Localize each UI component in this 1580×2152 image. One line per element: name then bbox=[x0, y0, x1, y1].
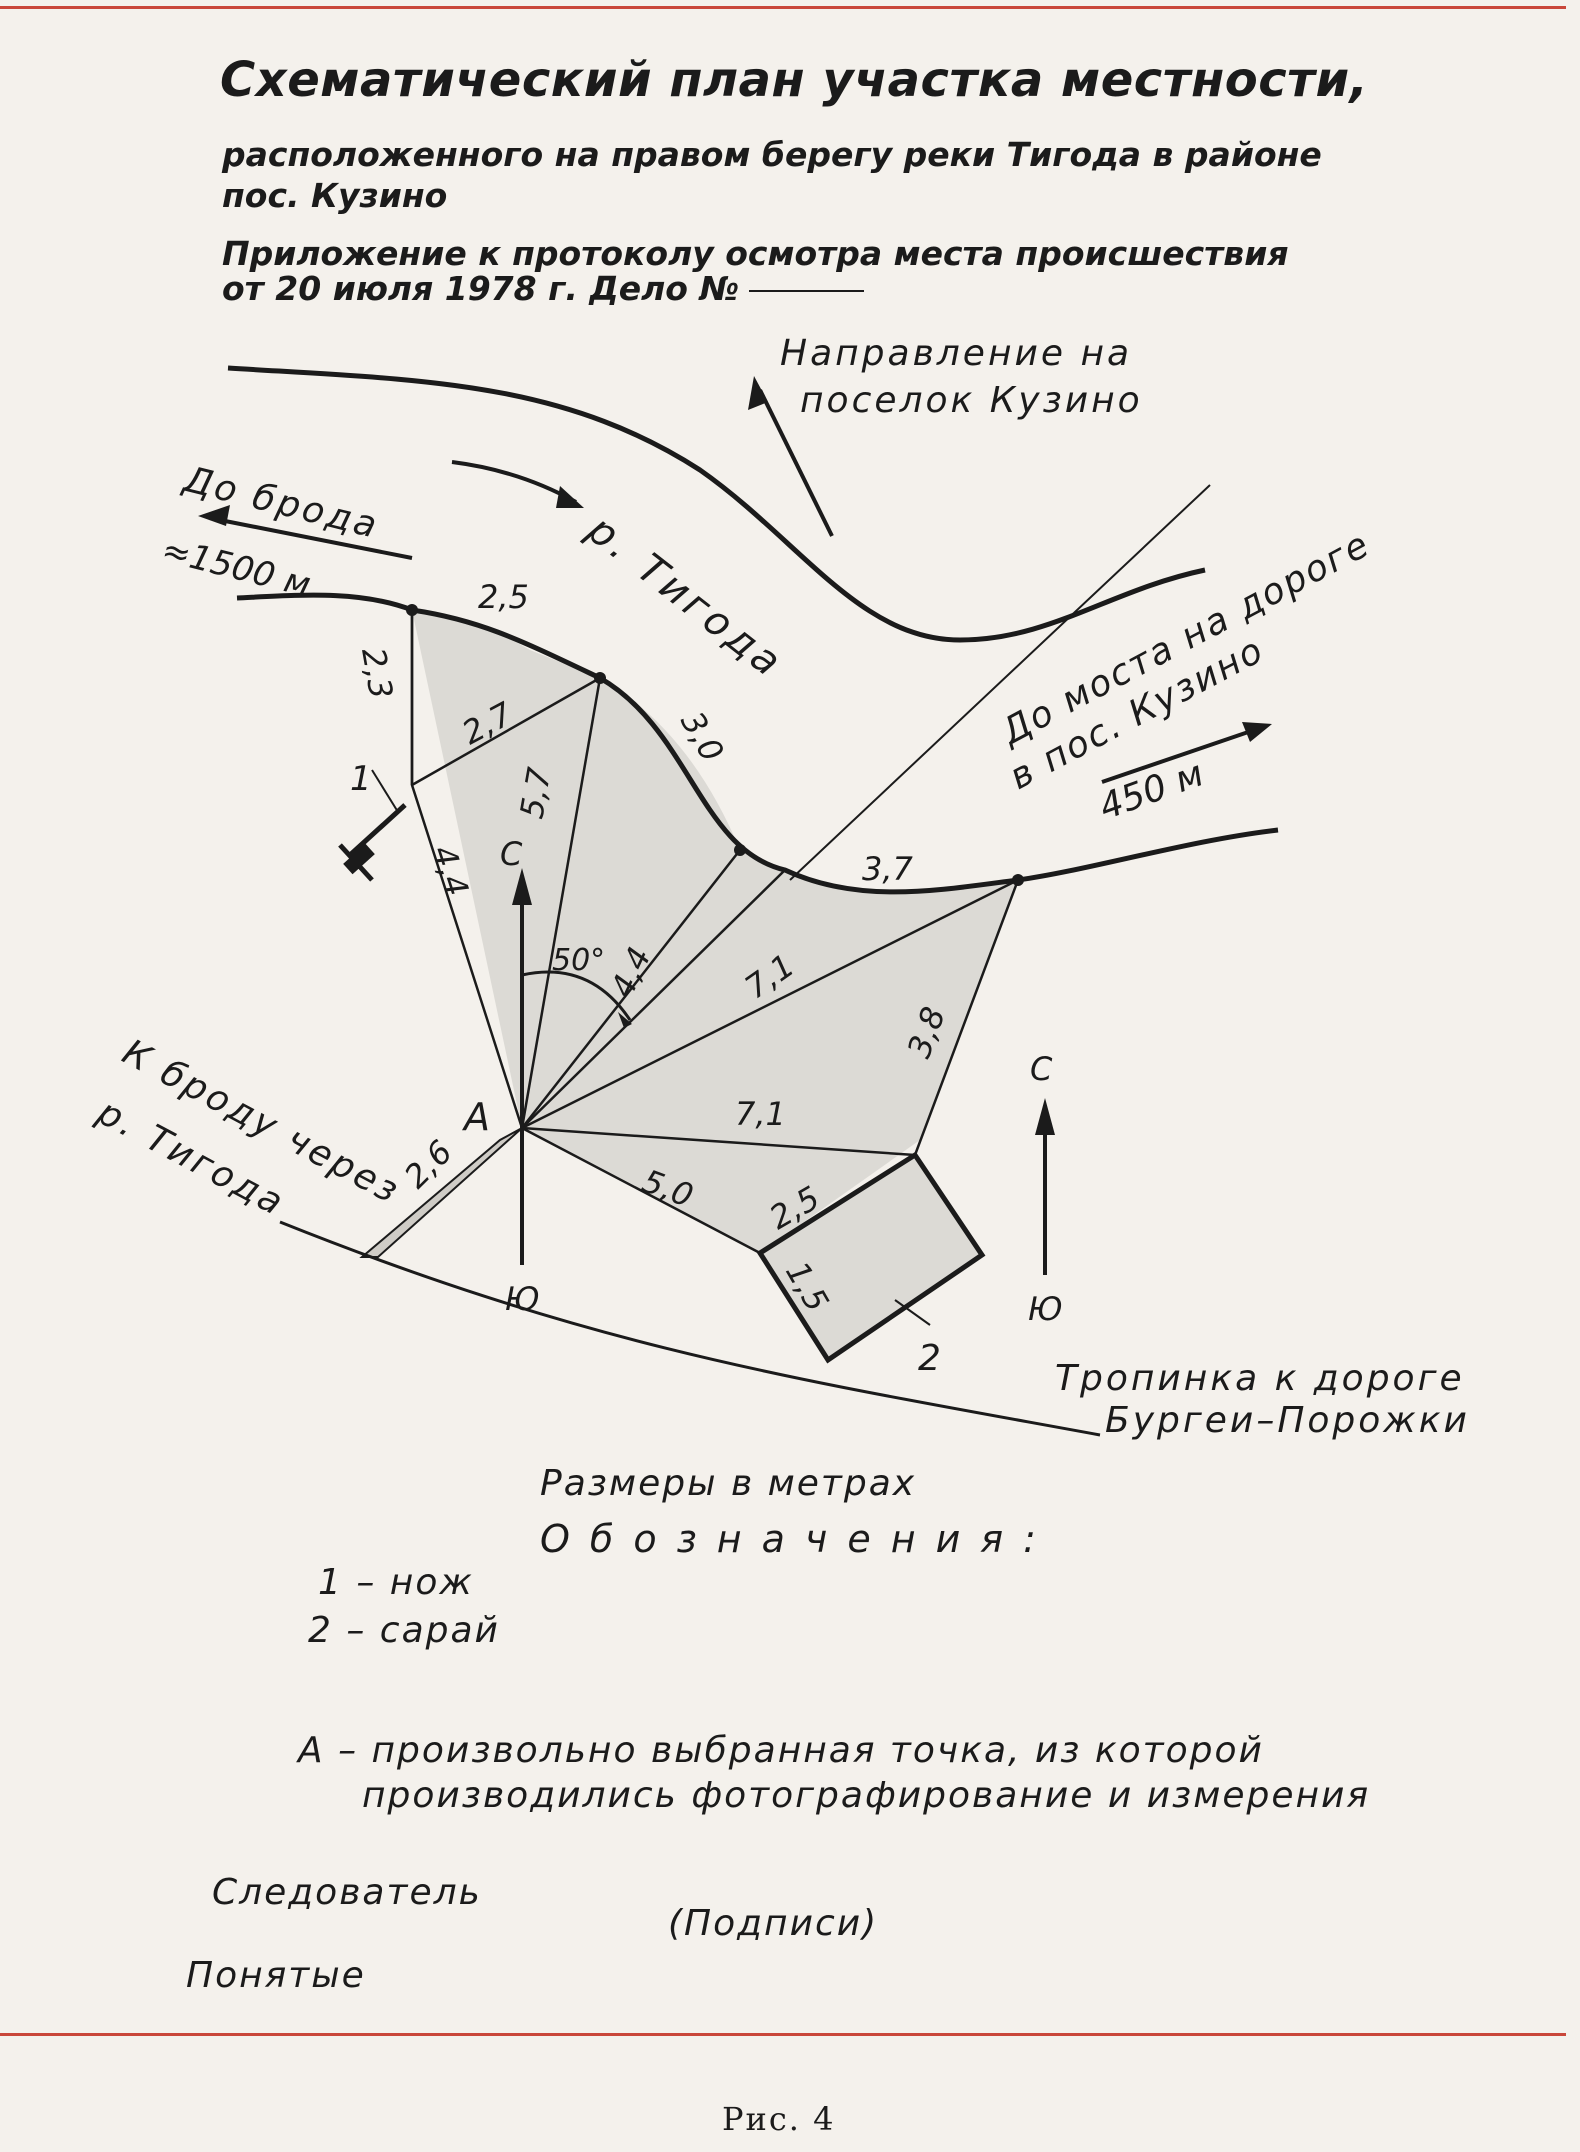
appendix-line1: Приложение к протоколу осмотра места про… bbox=[222, 234, 1289, 273]
river-flow-arrow bbox=[451, 460, 577, 504]
shed-outline bbox=[756, 1151, 986, 1364]
measurement-lines bbox=[410, 610, 1019, 1157]
legend-title: Обозначения: bbox=[540, 1517, 1056, 1561]
kuzino-direction-arrow bbox=[758, 389, 834, 537]
appendix-line2: от 20 июля 1978 г. Дело № bbox=[222, 269, 865, 308]
bottom-rule bbox=[0, 2033, 1566, 2036]
south-label-a: Ю bbox=[505, 1280, 540, 1318]
river-bank-far bbox=[227, 365, 1206, 643]
plan-subtitle-line2: пос. Кузино bbox=[222, 176, 448, 215]
road-line bbox=[789, 484, 1211, 881]
shed-marker-number: 2 bbox=[918, 1338, 941, 1379]
angle-label: 50° bbox=[552, 943, 605, 978]
plan-subtitle-line1: расположенного на правом берегу реки Тиг… bbox=[222, 135, 1322, 174]
knife-icon bbox=[338, 803, 407, 882]
direction-label-1: Направление на bbox=[780, 333, 1132, 374]
angle-arc bbox=[521, 970, 632, 1021]
case-number-blank bbox=[749, 289, 865, 292]
legend-item-shed: 2 – сарай bbox=[308, 1610, 500, 1651]
ford-label-2: ≈1500 м bbox=[158, 530, 315, 605]
bridge-direction-arrow bbox=[1101, 726, 1261, 784]
point-a-note-line1: А – произвольно выбранная точка, из кото… bbox=[298, 1730, 1264, 1771]
measure-7-1-lower: 7,1 bbox=[735, 1095, 786, 1133]
investigator-label: Следователь bbox=[212, 1872, 482, 1913]
trail-label-2: Бургеи–Порожки bbox=[1105, 1400, 1470, 1441]
plan-title: Схематический план участка местности, bbox=[220, 52, 1369, 108]
measure-5-7: 5,7 bbox=[512, 764, 558, 821]
appendix-date-case: от 20 июля 1978 г. Дело № bbox=[222, 269, 740, 308]
south-label-right: Ю bbox=[1028, 1290, 1063, 1328]
bridge-label-1: До моста на дороге bbox=[993, 524, 1377, 754]
measure-2-5-top: 2,5 bbox=[478, 578, 529, 616]
trail-line bbox=[279, 1220, 1101, 1437]
witnesses-label: Понятые bbox=[186, 1955, 366, 1996]
compass-north-arrow bbox=[512, 868, 532, 905]
measure-3-7: 3,7 bbox=[862, 850, 914, 888]
north-label-right: С bbox=[1030, 1050, 1053, 1088]
north-label-a: С bbox=[500, 835, 523, 873]
inspected-area bbox=[412, 610, 1018, 1253]
measure-2-3: 2,3 bbox=[354, 645, 400, 702]
knife-marker-number: 1 bbox=[350, 759, 372, 799]
point-a-label: А bbox=[461, 1095, 490, 1139]
ford-direction-arrow bbox=[209, 516, 413, 560]
trail-label-1: Тропинка к дороге bbox=[1055, 1358, 1465, 1399]
compass-right-north-arrow bbox=[1035, 1098, 1055, 1135]
signatures-label: (Подписи) bbox=[668, 1903, 879, 1944]
point-a-note-line2: производились фотографирование и измерен… bbox=[362, 1775, 1371, 1816]
units-note: Размеры в метрах bbox=[540, 1463, 917, 1504]
legend-item-knife: 1 – нож bbox=[318, 1562, 474, 1603]
figure-caption: Рис. 4 bbox=[722, 2100, 836, 2138]
top-rule bbox=[0, 6, 1566, 9]
river-label: р. Тигода bbox=[578, 506, 792, 687]
direction-label-2: поселок Кузино bbox=[800, 380, 1143, 421]
